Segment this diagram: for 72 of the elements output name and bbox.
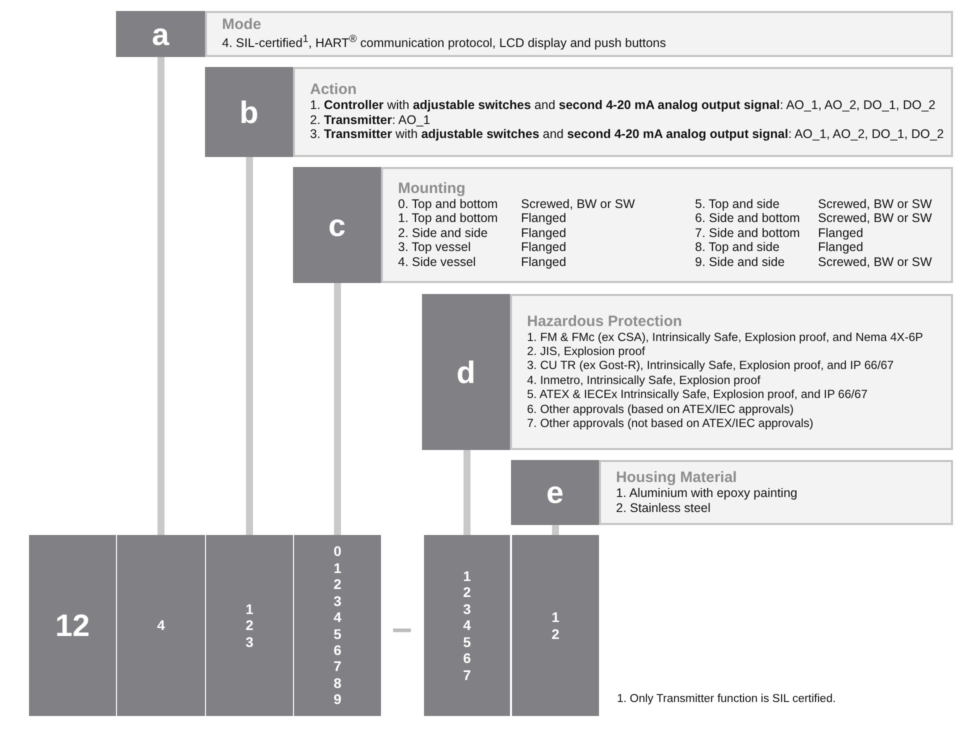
option-panel: [510, 294, 953, 450]
connector-line: [334, 283, 341, 535]
code-digits: 1 2: [552, 609, 560, 642]
option-panel: [381, 167, 953, 283]
connector-line: [552, 525, 559, 535]
connection-type: Screwed, BW or SW: [818, 254, 932, 270]
code-digits: 4: [157, 617, 165, 634]
option-panel: [293, 67, 953, 157]
footnote: 1. Only Transmitter function is SIL certified.: [617, 692, 836, 706]
section-tab: [511, 460, 599, 525]
connection-type: Flanged: [818, 226, 864, 240]
option-item: 6. Other approvals (based on ATEX/IEC approvals): [527, 402, 795, 416]
mounting-position: 3. Top vessel: [398, 240, 471, 255]
mounting-position: 5. Top and side: [695, 196, 780, 212]
option-item: 1. FM & FMc (ex CSA), Intrinsically Safe, Explosion proof, and Nema 4X-6P: [527, 330, 924, 344]
connection-type: Screwed, BW or SW: [818, 211, 932, 226]
section-letter: d: [456, 356, 476, 388]
code-box: [29, 535, 116, 716]
mounting-position: 2. Side and side: [398, 226, 488, 240]
option-item: 2. JIS, Explosion proof: [527, 344, 646, 358]
connection-type: Flanged: [521, 226, 566, 240]
code-box: [424, 535, 510, 716]
option-item: 2. Transmitter: AO_1: [310, 112, 432, 128]
connection-type: Screwed, BW or SW: [818, 196, 932, 212]
mounting-position: 6. Side and bottom: [695, 211, 800, 226]
section-tab: [293, 167, 381, 283]
code-box: [512, 535, 599, 716]
mounting-position: 4. Side vessel: [398, 254, 476, 270]
mounting-position: 7. Side and bottom: [695, 226, 800, 240]
panel-heading: Mode: [222, 17, 262, 34]
connector-line: [246, 157, 253, 535]
option-item: 7. Other approvals (not based on ATEX/IEC approvals): [527, 416, 814, 430]
connection-type: Flanged: [521, 211, 566, 226]
option-item: 1. Aluminium with epoxy painting: [616, 486, 798, 500]
panel-heading: Housing Material: [616, 470, 737, 486]
connection-type: Screwed, BW or SW: [521, 196, 635, 212]
connector-line: [158, 57, 164, 535]
code-box: [117, 535, 205, 716]
code-digits: 12: [55, 610, 90, 641]
panel-heading: Hazardous Protection: [527, 314, 682, 330]
section-letter: e: [546, 477, 564, 508]
mounting-position: 9. Side and side: [695, 254, 785, 270]
separator-dash: –: [392, 624, 412, 632]
panel-heading: Mounting: [398, 180, 466, 197]
panel-heading: Action: [310, 82, 357, 98]
option-item: 1. Controller with adjustable switches and second 4-20 mA analog output signal: AO_1, AO_2, DO_1, DO_2: [310, 98, 936, 113]
code-digits: 1 2 3 4 5 6 7: [463, 568, 471, 683]
section-tab: [205, 67, 293, 157]
mounting-position: 8. Top and side: [695, 240, 780, 255]
section-letter: a: [152, 18, 170, 50]
connection-type: Flanged: [521, 240, 566, 255]
option-item: 2. Stainless steel: [616, 500, 712, 515]
mounting-position: 0. Top and bottom: [398, 196, 498, 212]
option-item: 3. Transmitter with adjustable switches and second 4-20 mA analog output signal: AO_1, AO_2, DO_1, DO_2: [310, 127, 945, 142]
option-item: 5. ATEX & IECEx Intrinsically Safe, Explosion proof, and IP 66/67: [527, 387, 869, 402]
connection-type: Flanged: [521, 254, 566, 270]
code-digits: 1 2 3: [246, 600, 254, 650]
option-item: 4. Inmetro, Intrinsically Safe, Explosion proof: [527, 372, 762, 388]
mounting-position: 1. Top and bottom: [398, 211, 498, 226]
section-letter: c: [328, 210, 346, 240]
connector-line: [464, 450, 470, 535]
section-tab: [422, 294, 510, 450]
code-box: [206, 535, 293, 716]
section-letter: b: [240, 96, 258, 128]
option-panel: [599, 460, 953, 525]
connection-type: Flanged: [818, 240, 864, 255]
option-panel: [205, 11, 953, 57]
code-digits: 0 1 2 3 4 5 6 7 8 9: [334, 543, 342, 708]
option-item: 4. SIL-certified$^{1}$, HART$^{®}$ communication protocol, LCD display and push buttons: [222, 33, 668, 51]
option-item: 3. CU TR (ex Gost-R), Intrinsically Safe, Explosion proof, and IP 66/67: [527, 358, 895, 373]
section-tab: [116, 11, 205, 57]
code-box: [294, 535, 381, 716]
